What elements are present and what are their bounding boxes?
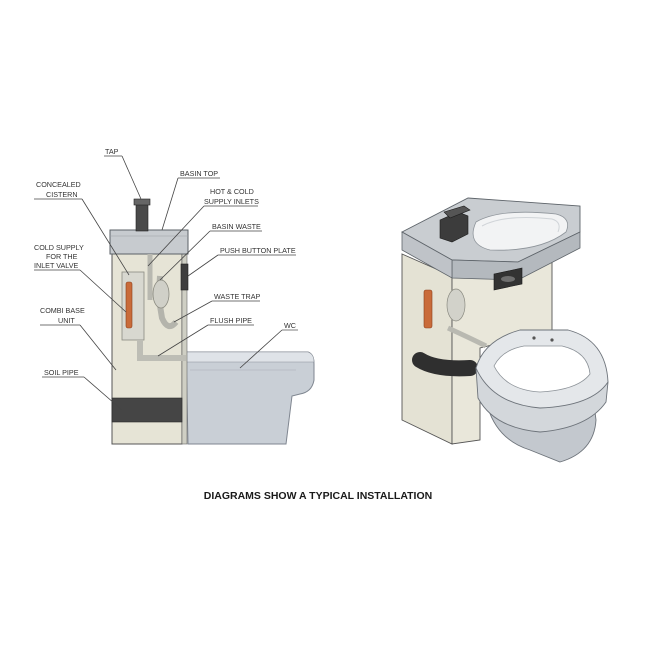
label-combi-base-2: UNIT (58, 316, 75, 325)
basin-top (109, 229, 189, 255)
iso-basin (401, 197, 581, 281)
label-hot-cold-2: SUPPLY INLETS (204, 197, 259, 206)
iso-push-button (493, 267, 523, 291)
waste-trap-pipes (137, 254, 186, 361)
label-push-button: PUSH BUTTON PLATE (220, 246, 296, 255)
tap (133, 198, 151, 232)
label-tap: TAP (105, 147, 119, 156)
cabinet-side (401, 253, 453, 445)
label-concealed-cistern-1: CONCEALED (36, 180, 81, 189)
label-cold-supply-2: FOR THE (46, 252, 78, 261)
leader-lines (34, 155, 298, 411)
isometric-view (401, 197, 609, 463)
label-waste-trap: WASTE TRAP (214, 292, 261, 301)
label-basin-waste: BASIN WASTE (212, 222, 261, 231)
push-button-plate (180, 263, 189, 291)
iso-internals (412, 288, 488, 377)
wc-pan-side (185, 351, 315, 445)
concealed-cistern (121, 271, 145, 341)
label-combi-base-1: COMBI BASE (40, 306, 85, 315)
diagram-labels: TAP BASIN TOP CONCEALED CISTERN HOT & CO… (34, 147, 296, 377)
label-basin-top: BASIN TOP (180, 169, 218, 178)
label-flush-pipe: FLUSH PIPE (210, 316, 252, 325)
side-view-diagram: TAP BASIN TOP CONCEALED CISTERN HOT & CO… (34, 147, 315, 445)
label-cold-supply-1: COLD SUPPLY (34, 243, 84, 252)
soil-pipe (111, 397, 183, 423)
diagram-caption: DIAGRAMS SHOW A TYPICAL INSTALLATION (204, 490, 432, 502)
label-soil-pipe: SOIL PIPE (44, 368, 79, 377)
label-concealed-cistern-2: CISTERN (46, 190, 78, 199)
label-wc: WC (284, 321, 296, 330)
iso-wc (475, 329, 609, 463)
label-hot-cold-1: HOT & COLD (210, 187, 254, 196)
label-cold-supply-3: INLET VALVE (34, 261, 79, 270)
iso-tap (439, 205, 471, 243)
